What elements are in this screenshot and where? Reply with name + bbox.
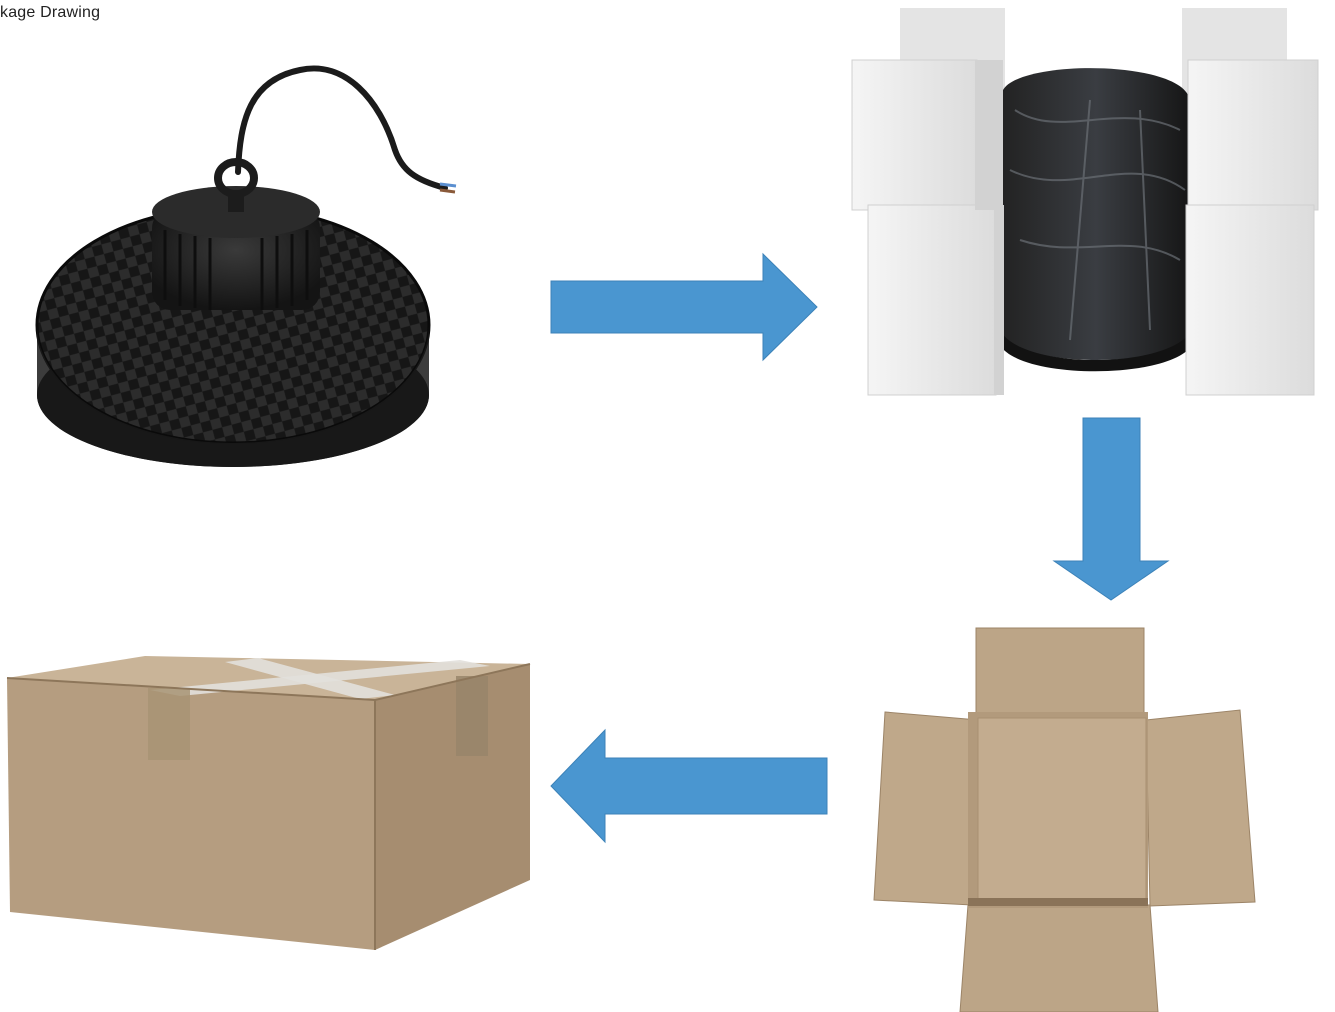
open-carton-icon	[874, 628, 1255, 1012]
foam-wrapped-lamp-icon	[852, 8, 1318, 395]
arrow-left-icon	[551, 730, 827, 842]
sealed-carton-icon	[7, 656, 530, 950]
arrow-down-icon	[1054, 418, 1168, 600]
arrow-right-icon	[551, 254, 817, 360]
ufo-high-bay-light-icon	[37, 68, 456, 467]
